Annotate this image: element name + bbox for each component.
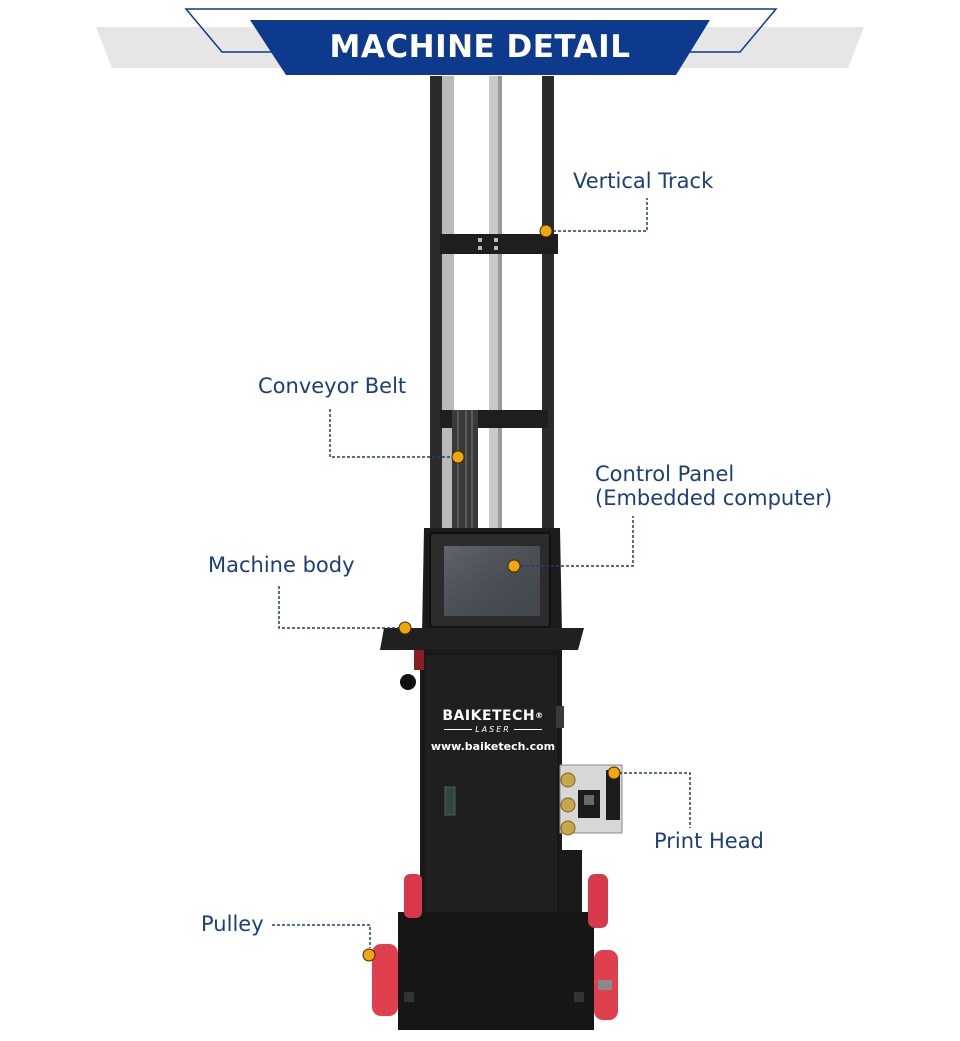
- side-knob: [400, 674, 416, 690]
- page-title: MACHINE DETAIL: [329, 29, 631, 65]
- marker-vertical-track: [539, 224, 553, 238]
- brand-logo: BAIKETECH® LASER www.baiketech.com: [428, 708, 558, 755]
- wheel-back-right: [588, 874, 608, 928]
- header-banner: [96, 8, 864, 75]
- brand-registered: ®: [535, 711, 544, 720]
- leader-control-panel: [516, 516, 634, 567]
- marker-machine-body: [398, 621, 412, 635]
- brand-url: www.baiketech.com: [430, 740, 556, 753]
- cabinet-handle: [444, 786, 456, 816]
- leader-print-head: [614, 772, 691, 828]
- wheel-back-left: [404, 874, 422, 918]
- label-vertical-track: Vertical Track: [573, 169, 714, 193]
- pulley-structure: [372, 850, 618, 1030]
- leader-pulley: [272, 924, 371, 948]
- label-conveyor-belt: Conveyor Belt: [258, 374, 407, 398]
- brand-sub: LASER: [475, 725, 511, 734]
- wheel-front-left: [372, 944, 398, 1016]
- vertical-track-structure: [430, 76, 558, 531]
- label-machine-body: Machine body: [208, 553, 355, 577]
- machine-body-cabinet: [400, 650, 564, 928]
- leader-machine-body: [278, 586, 400, 629]
- header-outline: [184, 8, 778, 53]
- marker-conveyor-belt: [451, 450, 465, 464]
- control-panel-structure: [380, 528, 584, 650]
- header-blue-ribbon: [250, 20, 710, 75]
- label-print-head: Print Head: [654, 829, 764, 853]
- leader-conveyor-belt: [329, 409, 454, 458]
- label-pulley: Pulley: [201, 912, 264, 936]
- leader-vertical-track: [548, 198, 648, 232]
- marker-pulley: [362, 948, 376, 962]
- conveyor-belt-structure: [452, 410, 478, 530]
- brand-name: BAIKETECH: [442, 708, 536, 724]
- machine-tray: [380, 628, 584, 650]
- marker-control-panel: [507, 559, 521, 573]
- marker-print-head: [607, 766, 621, 780]
- markers: [362, 224, 621, 962]
- leader-lines: [272, 198, 691, 948]
- label-control-panel: Control Panel (Embedded computer): [595, 462, 833, 510]
